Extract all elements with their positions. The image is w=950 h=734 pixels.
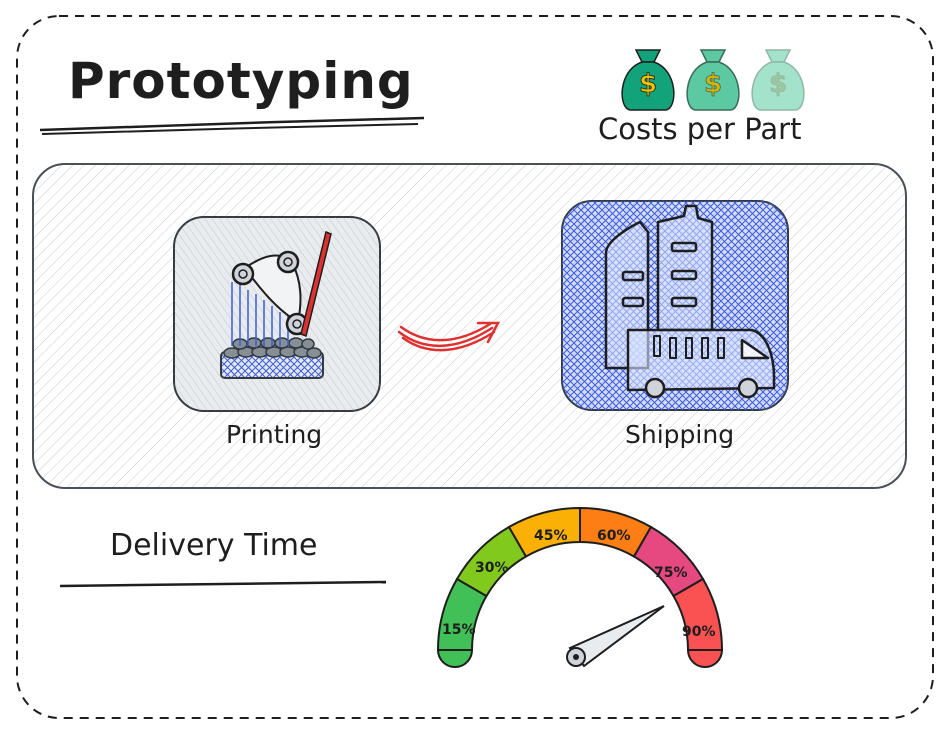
svg-text:$: $ bbox=[704, 69, 722, 99]
title-underline bbox=[39, 116, 425, 132]
arrow-right-icon bbox=[397, 321, 501, 352]
delivery-time-label: Delivery Time bbox=[110, 528, 318, 563]
money-bag-icon: $ bbox=[686, 49, 740, 111]
shipping-label: Shipping bbox=[625, 420, 735, 449]
delivery-gauge bbox=[436, 506, 724, 668]
gauge-tick-label: 30% bbox=[475, 560, 509, 576]
gauge-tick-label: 75% bbox=[654, 565, 688, 581]
printing-label: Printing bbox=[226, 420, 323, 449]
gauge-end-cap bbox=[436, 649, 474, 668]
gauge-tick-label: 60% bbox=[597, 528, 631, 544]
svg-text:$: $ bbox=[639, 69, 657, 99]
svg-text:$: $ bbox=[769, 69, 787, 99]
delivery-truck-icon bbox=[604, 204, 776, 399]
money-bag-icon: $ bbox=[621, 49, 675, 111]
page-title: Prototyping bbox=[68, 52, 414, 110]
delivery-underline bbox=[59, 580, 387, 588]
costs-label: Costs per Part bbox=[598, 112, 802, 146]
gauge-needle-icon bbox=[566, 605, 665, 668]
3d-printer-icon bbox=[220, 230, 332, 379]
gauge-tick-label: 90% bbox=[682, 624, 716, 640]
gauge-end-cap bbox=[686, 649, 724, 668]
gauge-tick-label: 45% bbox=[534, 528, 568, 544]
outer-frame bbox=[16, 15, 934, 719]
money-bag-icon: $ bbox=[751, 49, 805, 111]
gauge-tick-label: 15% bbox=[442, 622, 476, 638]
